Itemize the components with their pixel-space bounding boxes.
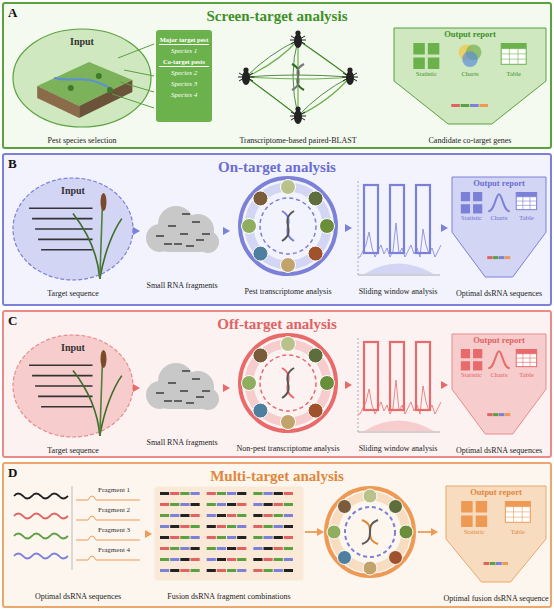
output-funnel: Output reportStatisticTableOptimal fusio… xyxy=(444,484,548,604)
output-heading: Output report xyxy=(444,488,548,497)
node-art xyxy=(450,332,548,456)
panel-title: Multi-target analysis xyxy=(4,467,550,485)
panel-box: AScreen-target analysisInputPest species… xyxy=(2,2,552,149)
input-ellipse: InputPest species selection xyxy=(12,28,152,146)
sliding-window-chart: Sliding window analysis xyxy=(354,179,442,297)
flow-arrow xyxy=(133,384,140,392)
input-ellipse: InputTarget sequence xyxy=(12,177,134,299)
output-item: Charts xyxy=(481,214,516,221)
transcriptome-ring: Pest transcriptome analysis xyxy=(232,175,344,297)
panel-title: Screen-target analysis xyxy=(4,7,550,25)
group-heading: Major target pest xyxy=(159,36,209,45)
species-name: Species 1 xyxy=(159,47,209,56)
caption: Small RNA fragments xyxy=(134,439,230,448)
node-art xyxy=(232,175,344,297)
output-heading: Output report xyxy=(392,30,548,39)
caption: Optimal dsRNA sequences xyxy=(442,447,554,456)
flow-arrow xyxy=(345,381,352,389)
input-label: Input xyxy=(12,185,134,197)
node-art xyxy=(222,26,374,146)
node-art xyxy=(444,484,548,604)
node-art xyxy=(232,332,344,454)
species-name: Species 4 xyxy=(159,91,209,100)
caption: Fusion dsRNA fragment combinations xyxy=(146,593,312,602)
node-art xyxy=(354,336,442,454)
panel-letter: D xyxy=(8,465,17,481)
transcriptome-ring: Non-pest transcriptome analysis xyxy=(232,332,344,454)
flow-arrow xyxy=(145,530,152,538)
output-heading: Output report xyxy=(450,179,548,188)
node-art xyxy=(450,175,548,299)
fragment-set: Fragment 1 Fragment 2 Fragment 3 Fragment 4… xyxy=(12,486,144,602)
caption: Pest transcriptome analysis xyxy=(224,288,352,297)
caption: Sliding window analysis xyxy=(346,288,450,297)
node-art xyxy=(142,191,222,291)
rna-cloud: Small RNA fragments xyxy=(142,191,222,291)
panel-letter: A xyxy=(8,5,17,21)
panel-box: BOn-target analysisInputTarget sequenceS… xyxy=(2,153,552,306)
flow-arrow xyxy=(133,227,140,235)
node-art xyxy=(154,486,304,602)
sliding-window-chart: Sliding window analysis xyxy=(354,336,442,454)
rna-cloud: Small RNA fragments xyxy=(142,348,222,448)
flow-arrow xyxy=(441,224,448,232)
fragment-label: Fragment 2 xyxy=(98,507,130,515)
node-art xyxy=(142,348,222,448)
panel-title: On-target analysis xyxy=(4,158,550,176)
caption: Target sequence xyxy=(4,447,142,456)
input-label: Input xyxy=(12,342,134,354)
caption: Target sequence xyxy=(4,290,142,299)
output-funnel: Output reportStatisticChartsTableCandida… xyxy=(392,26,548,146)
input-label: Input xyxy=(12,36,152,48)
output-item: Table xyxy=(509,214,544,221)
flow-arrow xyxy=(441,381,448,389)
output-item: Statistic xyxy=(454,371,489,378)
caption: Pest species selection xyxy=(4,137,160,146)
input-ellipse: InputTarget sequence xyxy=(12,334,134,456)
output-item: Statistic xyxy=(400,70,452,77)
panel-box: COff-target analysisInputTarget sequence… xyxy=(2,310,552,458)
output-item: Table xyxy=(509,371,544,378)
caption: Optimal fusion dsRNA sequence xyxy=(436,595,554,604)
output-item: Charts xyxy=(481,371,516,378)
output-item: Statistic xyxy=(448,528,500,535)
node-art xyxy=(354,179,442,297)
species-name: Species 2 xyxy=(159,69,209,78)
output-item: Table xyxy=(488,70,540,77)
fragment-label: Fragment 1 xyxy=(98,487,130,495)
panel-letter: C xyxy=(8,313,17,329)
fragment-label: Fragment 3 xyxy=(98,527,130,535)
caption: Transcriptome-based paired-BLAST xyxy=(214,137,382,146)
caption: Optimal dsRNA sequences xyxy=(442,290,554,299)
caption: Non-pest transcriptome analysis xyxy=(224,445,352,454)
output-item: Table xyxy=(492,528,544,535)
caption: Sliding window analysis xyxy=(346,445,450,454)
output-funnel: Output reportStatisticChartsTableOptimal… xyxy=(450,332,548,456)
output-item: Statistic xyxy=(454,214,489,221)
node-art xyxy=(12,486,144,602)
panel-letter: B xyxy=(8,156,17,172)
output-heading: Output report xyxy=(450,336,548,345)
output-funnel: Output reportStatisticChartsTableOptimal… xyxy=(450,175,548,299)
caption: Optimal dsRNA sequences xyxy=(4,593,152,602)
flow-arrow xyxy=(345,224,352,232)
species-box: Major target pestSpecies 1 Co-target pest… xyxy=(156,30,212,122)
combination-grid: Fusion dsRNA fragment combinations xyxy=(154,486,304,602)
fragment-label: Fragment 4 xyxy=(98,547,130,555)
caption: Candidate co-target genes xyxy=(384,137,554,146)
node-art xyxy=(392,26,548,146)
blast-diagram: Transcriptome-based paired-BLAST xyxy=(222,26,374,146)
caption: Small RNA fragments xyxy=(134,282,230,291)
flow-arrow xyxy=(223,227,230,235)
group-heading: Co-target pests xyxy=(159,58,209,67)
panel-title: Off-target analysis xyxy=(4,315,550,333)
species-name: Species 3 xyxy=(159,80,209,89)
panel-box: DMulti-target analysisFragment 1Fragment… xyxy=(2,462,552,608)
output-item: Charts xyxy=(444,70,496,77)
flow-arrow xyxy=(223,384,230,392)
